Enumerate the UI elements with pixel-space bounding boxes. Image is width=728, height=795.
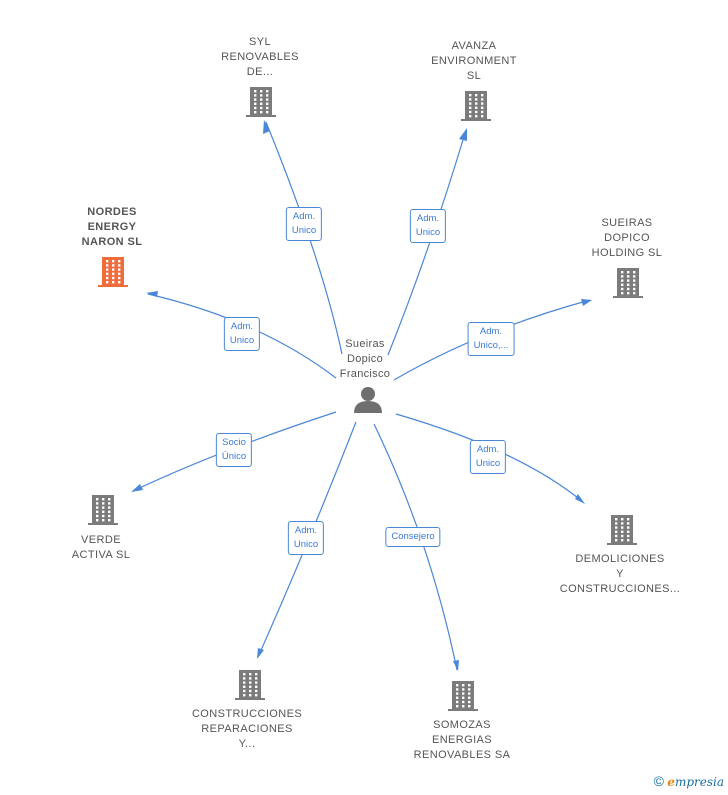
arrowhead-demoliciones — [575, 494, 585, 504]
relation-label-line: Adm. — [479, 326, 503, 337]
building-icon-nordes[interactable] — [98, 257, 128, 287]
relation-label-line: Unico — [229, 335, 255, 346]
person-name-label-line: Dopico — [346, 353, 384, 365]
company-label-avanza-line: ENVIRONMENT — [431, 55, 517, 67]
relation-label-line: Unico — [291, 225, 317, 236]
arrowhead-somozas — [453, 660, 459, 671]
company-label-avanza-line: SL — [466, 70, 482, 82]
company-label-construcciones-line: Y... — [238, 738, 256, 750]
company-label-verde[interactable]: VERDE ACTIVA SL — [72, 533, 130, 563]
relation-label-demoliciones[interactable]: Adm. Unico — [469, 440, 507, 474]
footer-brand: © empresia — [654, 773, 724, 789]
company-label-syl-line: RENOVABLES — [221, 51, 299, 63]
relation-label-line: Socio — [222, 437, 246, 448]
edge-syl — [265, 121, 343, 355]
company-label-holding-line: SUEIRAS — [601, 217, 653, 229]
company-label-nordes[interactable]: NORDES ENERGY NARON SL — [82, 205, 143, 250]
building-icon-construcciones[interactable] — [235, 670, 265, 700]
relation-label-syl[interactable]: Adm. Unico — [285, 207, 323, 241]
company-label-syl[interactable]: SYL RENOVABLES DE... — [221, 35, 299, 80]
arrowhead-avanza — [459, 128, 467, 141]
relation-label-construcciones[interactable]: Adm. Unico — [287, 521, 325, 555]
relation-label-line: Consejero — [391, 531, 435, 542]
building-icon-verde[interactable] — [88, 495, 118, 525]
copyright-symbol: © — [653, 773, 664, 789]
company-label-somozas-line: RENOVABLES SA — [413, 749, 511, 761]
building-icon-syl[interactable] — [246, 87, 276, 117]
building-icon-somozas[interactable] — [448, 681, 478, 711]
relation-label-line: Adm. — [230, 321, 254, 332]
building-icon-demoliciones[interactable] — [607, 515, 637, 545]
brand-logo[interactable]: empresia — [667, 775, 724, 789]
person-name-label-line: Sueiras — [345, 338, 385, 350]
company-label-holding-line: HOLDING SL — [591, 247, 663, 259]
arrowhead-nordes — [146, 291, 158, 297]
arrowhead-syl — [263, 120, 270, 134]
arrowhead-verde — [131, 484, 143, 492]
company-label-somozas-line: SOMOZAS — [433, 719, 491, 731]
relation-label-line: Unico,... — [473, 340, 509, 351]
company-label-holding-line: DOPICO — [604, 232, 650, 244]
relation-label-line: Unico — [475, 458, 501, 469]
company-label-verde-line: VERDE — [81, 534, 121, 546]
company-label-syl-line: SYL — [249, 36, 271, 48]
arrowhead-construcciones — [257, 648, 264, 659]
company-label-avanza-line: AVANZA — [451, 40, 497, 52]
company-label-avanza[interactable]: AVANZA ENVIRONMENT SL — [431, 39, 517, 84]
icons-layer — [88, 87, 643, 711]
relation-label-line: Adm. — [294, 525, 318, 536]
company-label-demoliciones-line: Y — [616, 568, 624, 580]
company-label-demoliciones-line: DEMOLICIONES — [575, 553, 665, 565]
company-label-construcciones-line: CONSTRUCCIONES — [191, 708, 303, 720]
company-label-demoliciones[interactable]: DEMOLICIONES Y CONSTRUCCIONES... — [560, 552, 680, 597]
company-label-construcciones[interactable]: CONSTRUCCIONES REPARACIONES Y... — [192, 707, 302, 752]
relation-label-holding[interactable]: Adm. Unico,... — [467, 322, 515, 356]
company-label-syl-line: DE... — [246, 66, 274, 78]
building-icon-holding[interactable] — [613, 268, 643, 298]
company-label-somozas-line: ENERGIAS — [431, 734, 493, 746]
relation-label-line: Único — [221, 451, 247, 462]
company-label-demoliciones-line: CONSTRUCCIONES... — [559, 583, 681, 595]
relation-label-line: Adm. — [476, 444, 500, 455]
relation-label-line: Adm. — [292, 211, 316, 222]
building-icon-avanza[interactable] — [461, 91, 491, 121]
company-label-nordes-line: NORDES — [87, 206, 137, 218]
company-label-construcciones-line: REPARACIONES — [201, 723, 293, 735]
company-label-nordes-line: NARON SL — [81, 236, 143, 248]
company-label-holding[interactable]: SUEIRAS DOPICO HOLDING SL — [592, 216, 663, 261]
company-label-nordes-line: ENERGY — [87, 221, 137, 233]
relation-label-line: Unico — [415, 227, 441, 238]
relation-label-somozas[interactable]: Consejero — [385, 527, 441, 547]
relation-label-line: Adm. — [416, 213, 440, 224]
edge-avanza — [387, 129, 467, 356]
relation-label-line: Unico — [293, 539, 319, 550]
company-label-somozas[interactable]: SOMOZAS ENERGIAS RENOVABLES SA — [414, 718, 511, 763]
edge-somozas — [373, 423, 458, 671]
company-label-verde-line: ACTIVA SL — [71, 549, 131, 561]
arrowhead-holding — [581, 299, 592, 306]
relation-label-nordes[interactable]: Adm. Unico — [223, 317, 261, 351]
person-icon[interactable] — [354, 387, 382, 413]
person-name-label-line: Francisco — [339, 368, 391, 380]
relation-label-avanza[interactable]: Adm. Unico — [409, 209, 447, 243]
